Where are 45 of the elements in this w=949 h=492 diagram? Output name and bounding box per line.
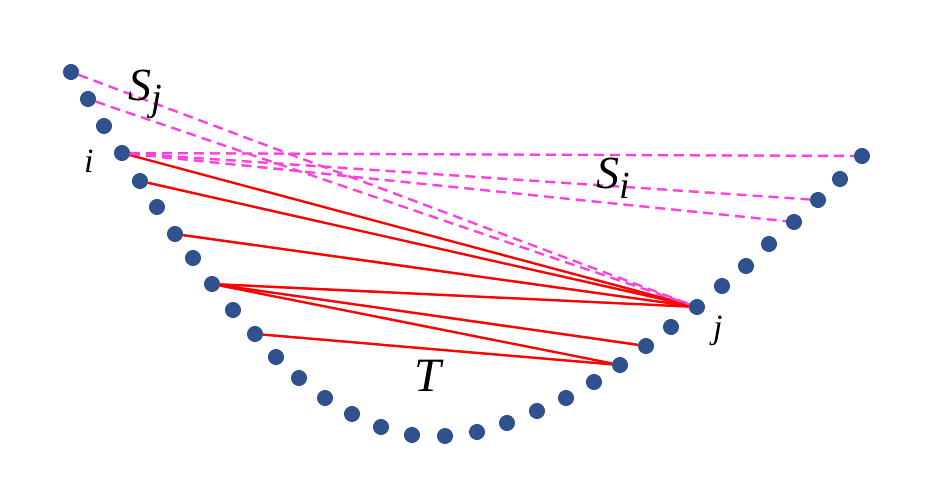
set-label: T <box>414 352 441 400</box>
connecting-line <box>220 284 638 346</box>
point-dot <box>437 428 453 444</box>
point-dot <box>63 64 79 80</box>
point-dot <box>689 299 705 315</box>
point-dot <box>225 302 241 318</box>
connecting-line <box>262 333 612 366</box>
point-dot <box>854 148 870 164</box>
point-dot <box>114 145 130 161</box>
connecting-line <box>220 284 612 365</box>
dashed-line <box>130 152 786 222</box>
connecting-line <box>220 283 690 308</box>
point-dot <box>638 338 654 354</box>
point-dot <box>663 319 679 335</box>
connecting-line <box>182 234 690 308</box>
point-dot <box>404 427 420 443</box>
point-dot <box>344 406 360 422</box>
point-dot <box>149 199 165 215</box>
point-dot <box>761 236 777 252</box>
point-dot <box>558 390 574 406</box>
point-dot <box>317 390 333 406</box>
point-dot <box>185 250 201 266</box>
dashed-line <box>130 152 854 158</box>
point-dot <box>204 276 220 292</box>
point-dot <box>832 171 848 187</box>
point-dot <box>529 403 545 419</box>
point-dot <box>499 415 515 431</box>
point-dot <box>469 424 485 440</box>
point-dot <box>586 374 602 390</box>
point-dot <box>268 349 284 365</box>
point-dot <box>810 192 826 208</box>
point-dot <box>714 278 730 294</box>
point-label: i <box>84 145 94 179</box>
point-dot <box>80 91 96 107</box>
point-dot <box>247 326 263 342</box>
point-dot <box>167 226 183 242</box>
point-dot <box>738 258 754 274</box>
point-dot <box>373 419 389 435</box>
point-dot <box>612 357 628 373</box>
point-dot <box>786 214 802 230</box>
dashed-line <box>130 152 810 201</box>
set-label: S$_{i}$ <box>596 150 630 206</box>
point-dot <box>291 370 307 386</box>
point-dot <box>96 118 112 134</box>
point-dot <box>132 173 148 189</box>
